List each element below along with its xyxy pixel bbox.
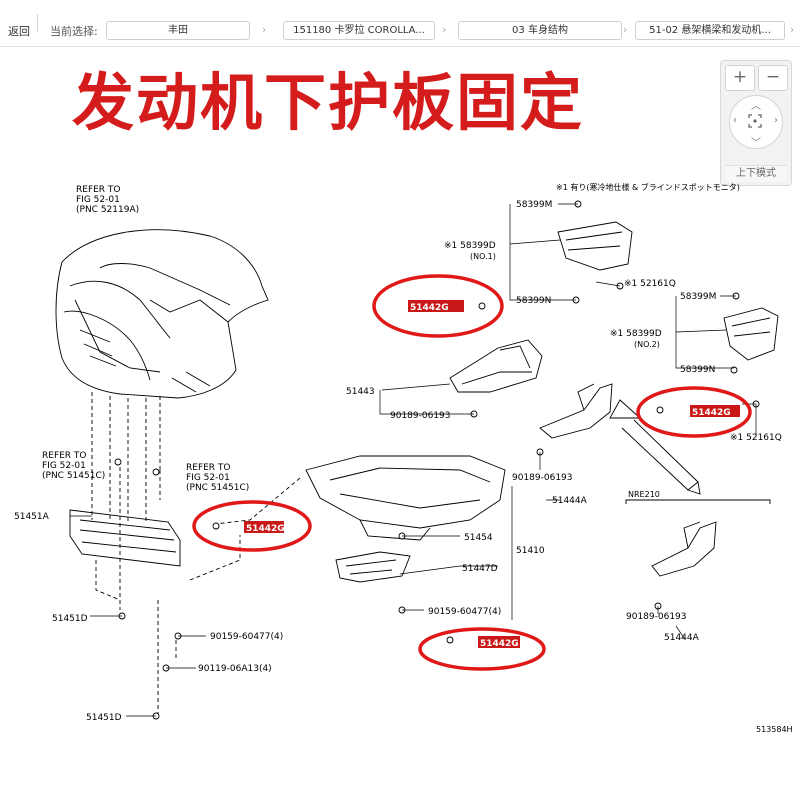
part-label-51451d-2[interactable]: 51451D	[86, 713, 122, 723]
refer-note-2-line3: (PNC 51451C)	[42, 471, 105, 481]
lower-grille-panel	[69, 509, 181, 567]
zoom-in-button[interactable]: +	[725, 65, 755, 91]
part-label-90159-a[interactable]: 90159-60477(4)	[210, 632, 283, 642]
part-label-52161q-2[interactable]: ※1 52161Q	[730, 433, 782, 443]
part-label-51451d[interactable]: 51451D	[52, 614, 88, 624]
engine-under-cover	[305, 455, 506, 541]
highlight-label: 51442G	[410, 303, 449, 313]
pan-left-icon[interactable]: ‹	[733, 115, 737, 126]
side-cover-no2	[723, 307, 779, 361]
refer-note-2-line1: REFER TO	[42, 451, 87, 461]
red-ellipse	[636, 386, 752, 438]
view-control-panel: + − ︿ ﹀ ‹ › 上下模式	[720, 60, 792, 186]
figure-id: 513584H	[756, 725, 793, 734]
splash-shield-51443	[449, 339, 543, 393]
highlight-label: 51442G	[692, 408, 731, 418]
red-ellipse	[418, 627, 546, 671]
breadcrumb-model[interactable]: 151180 卡罗拉 COROLLA...	[283, 21, 435, 40]
highlight-51442g-2[interactable]: 51442G	[636, 386, 752, 438]
part-label-58399d-2[interactable]: ※1 58399D	[610, 329, 662, 339]
part-label-90189-c[interactable]: 90189-06193	[626, 612, 687, 622]
part-label-58399d[interactable]: ※1 58399D	[444, 241, 496, 251]
part-label-51443[interactable]: 51443	[346, 387, 375, 397]
highlight-box	[244, 521, 284, 533]
top-nav-bar: 返回 当前选择: 丰田 › 151180 卡罗拉 COROLLA... › 03…	[0, 0, 800, 47]
refer-note-3-line1: REFER TO	[186, 463, 231, 473]
breadcrumb-section[interactable]: 03 车身结构	[458, 21, 622, 40]
red-ellipse	[192, 500, 312, 552]
part-label-no1: (NO.1)	[470, 252, 496, 261]
part-label-58399n[interactable]: 58399N	[516, 296, 551, 306]
highlight-label: 51442G	[480, 639, 519, 649]
fasteners	[114, 200, 760, 720]
refer-note-1-line1: REFER TO	[76, 185, 121, 195]
cover-panel-51447d	[335, 551, 411, 583]
chevron-right-icon: ›	[262, 23, 267, 36]
chevron-right-icon: ›	[442, 23, 447, 36]
front-bumper	[55, 229, 269, 399]
highlight-box	[478, 636, 520, 648]
part-label-51451a[interactable]: 51451A	[14, 512, 50, 522]
part-label-58399n-2[interactable]: 58399N	[680, 365, 715, 375]
part-label-90189-a[interactable]: 90189-06193	[390, 411, 451, 421]
nav-divider	[37, 14, 38, 32]
layout-mode-button[interactable]: 上下模式	[725, 165, 787, 182]
pan-pad: ︿ ﹀ ‹ ›	[729, 95, 783, 149]
highlight-51442g-3[interactable]: 51442G	[192, 500, 312, 552]
part-label-51447d[interactable]: 51447D	[462, 564, 498, 574]
highlight-51442g-4[interactable]: 51442G	[418, 627, 546, 671]
footnote-1: ※1 有り(寒冷地仕様 & ブラインドスポットモニタ)	[556, 182, 740, 192]
refer-note-1-line3: (PNC 52119A)	[76, 205, 139, 215]
pan-down-icon[interactable]: ﹀	[751, 138, 761, 149]
recenter-icon[interactable]	[748, 114, 762, 128]
part-label-90119[interactable]: 90119-06A13(4)	[198, 664, 272, 674]
nre210-bracket	[625, 499, 771, 504]
side-cover-no1	[557, 221, 633, 271]
part-label-51444a[interactable]: 51444A	[552, 496, 588, 506]
guide-lines-bumper	[91, 392, 301, 715]
back-button[interactable]: 返回	[8, 25, 30, 38]
highlight-51442g-1[interactable]: 51442G	[372, 274, 504, 338]
part-label-52161q[interactable]: ※1 52161Q	[624, 279, 676, 289]
page-title: 发动机下护板固定	[72, 66, 585, 139]
highlight-label: 51442G	[246, 524, 285, 534]
leader-lines	[70, 203, 757, 717]
chevron-right-icon: ›	[790, 23, 795, 36]
pan-right-icon[interactable]: ›	[774, 115, 778, 126]
pan-up-icon[interactable]: ︿	[751, 101, 761, 112]
refer-note-1-line2: FIG 52-01	[76, 195, 120, 205]
refer-note-3-line2: FIG 52-01	[186, 473, 230, 483]
breadcrumb-subsection[interactable]: 51-02 悬架横梁和发动机...	[635, 21, 785, 40]
direction-arrow	[609, 399, 701, 495]
side-panel-51444a	[539, 383, 613, 439]
part-label-51444a-2[interactable]: 51444A	[664, 633, 700, 643]
part-label-90189-b[interactable]: 90189-06193	[512, 473, 573, 483]
variant-label: NRE210	[628, 490, 660, 499]
part-label-51410[interactable]: 51410	[516, 546, 545, 556]
part-label-58399m[interactable]: 58399M	[516, 200, 552, 210]
part-label-90159-b[interactable]: 90159-60477(4)	[428, 607, 501, 617]
refer-note-3-line3: (PNC 51451C)	[186, 483, 249, 493]
red-ellipse	[372, 274, 504, 338]
refer-note-2-line2: FIG 52-01	[42, 461, 86, 471]
current-selection-label: 当前选择:	[50, 25, 98, 38]
highlight-box	[690, 405, 740, 417]
highlight-box	[408, 300, 464, 312]
zoom-out-button[interactable]: −	[758, 65, 788, 91]
chevron-right-icon: ›	[623, 23, 628, 36]
side-panel-51444a-nre210	[651, 521, 717, 577]
part-label-58399m-2[interactable]: 58399M	[680, 292, 716, 302]
part-label-51454[interactable]: 51454	[464, 533, 493, 543]
part-label-no2: (NO.2)	[634, 340, 660, 349]
breadcrumb-brand[interactable]: 丰田	[106, 21, 250, 40]
